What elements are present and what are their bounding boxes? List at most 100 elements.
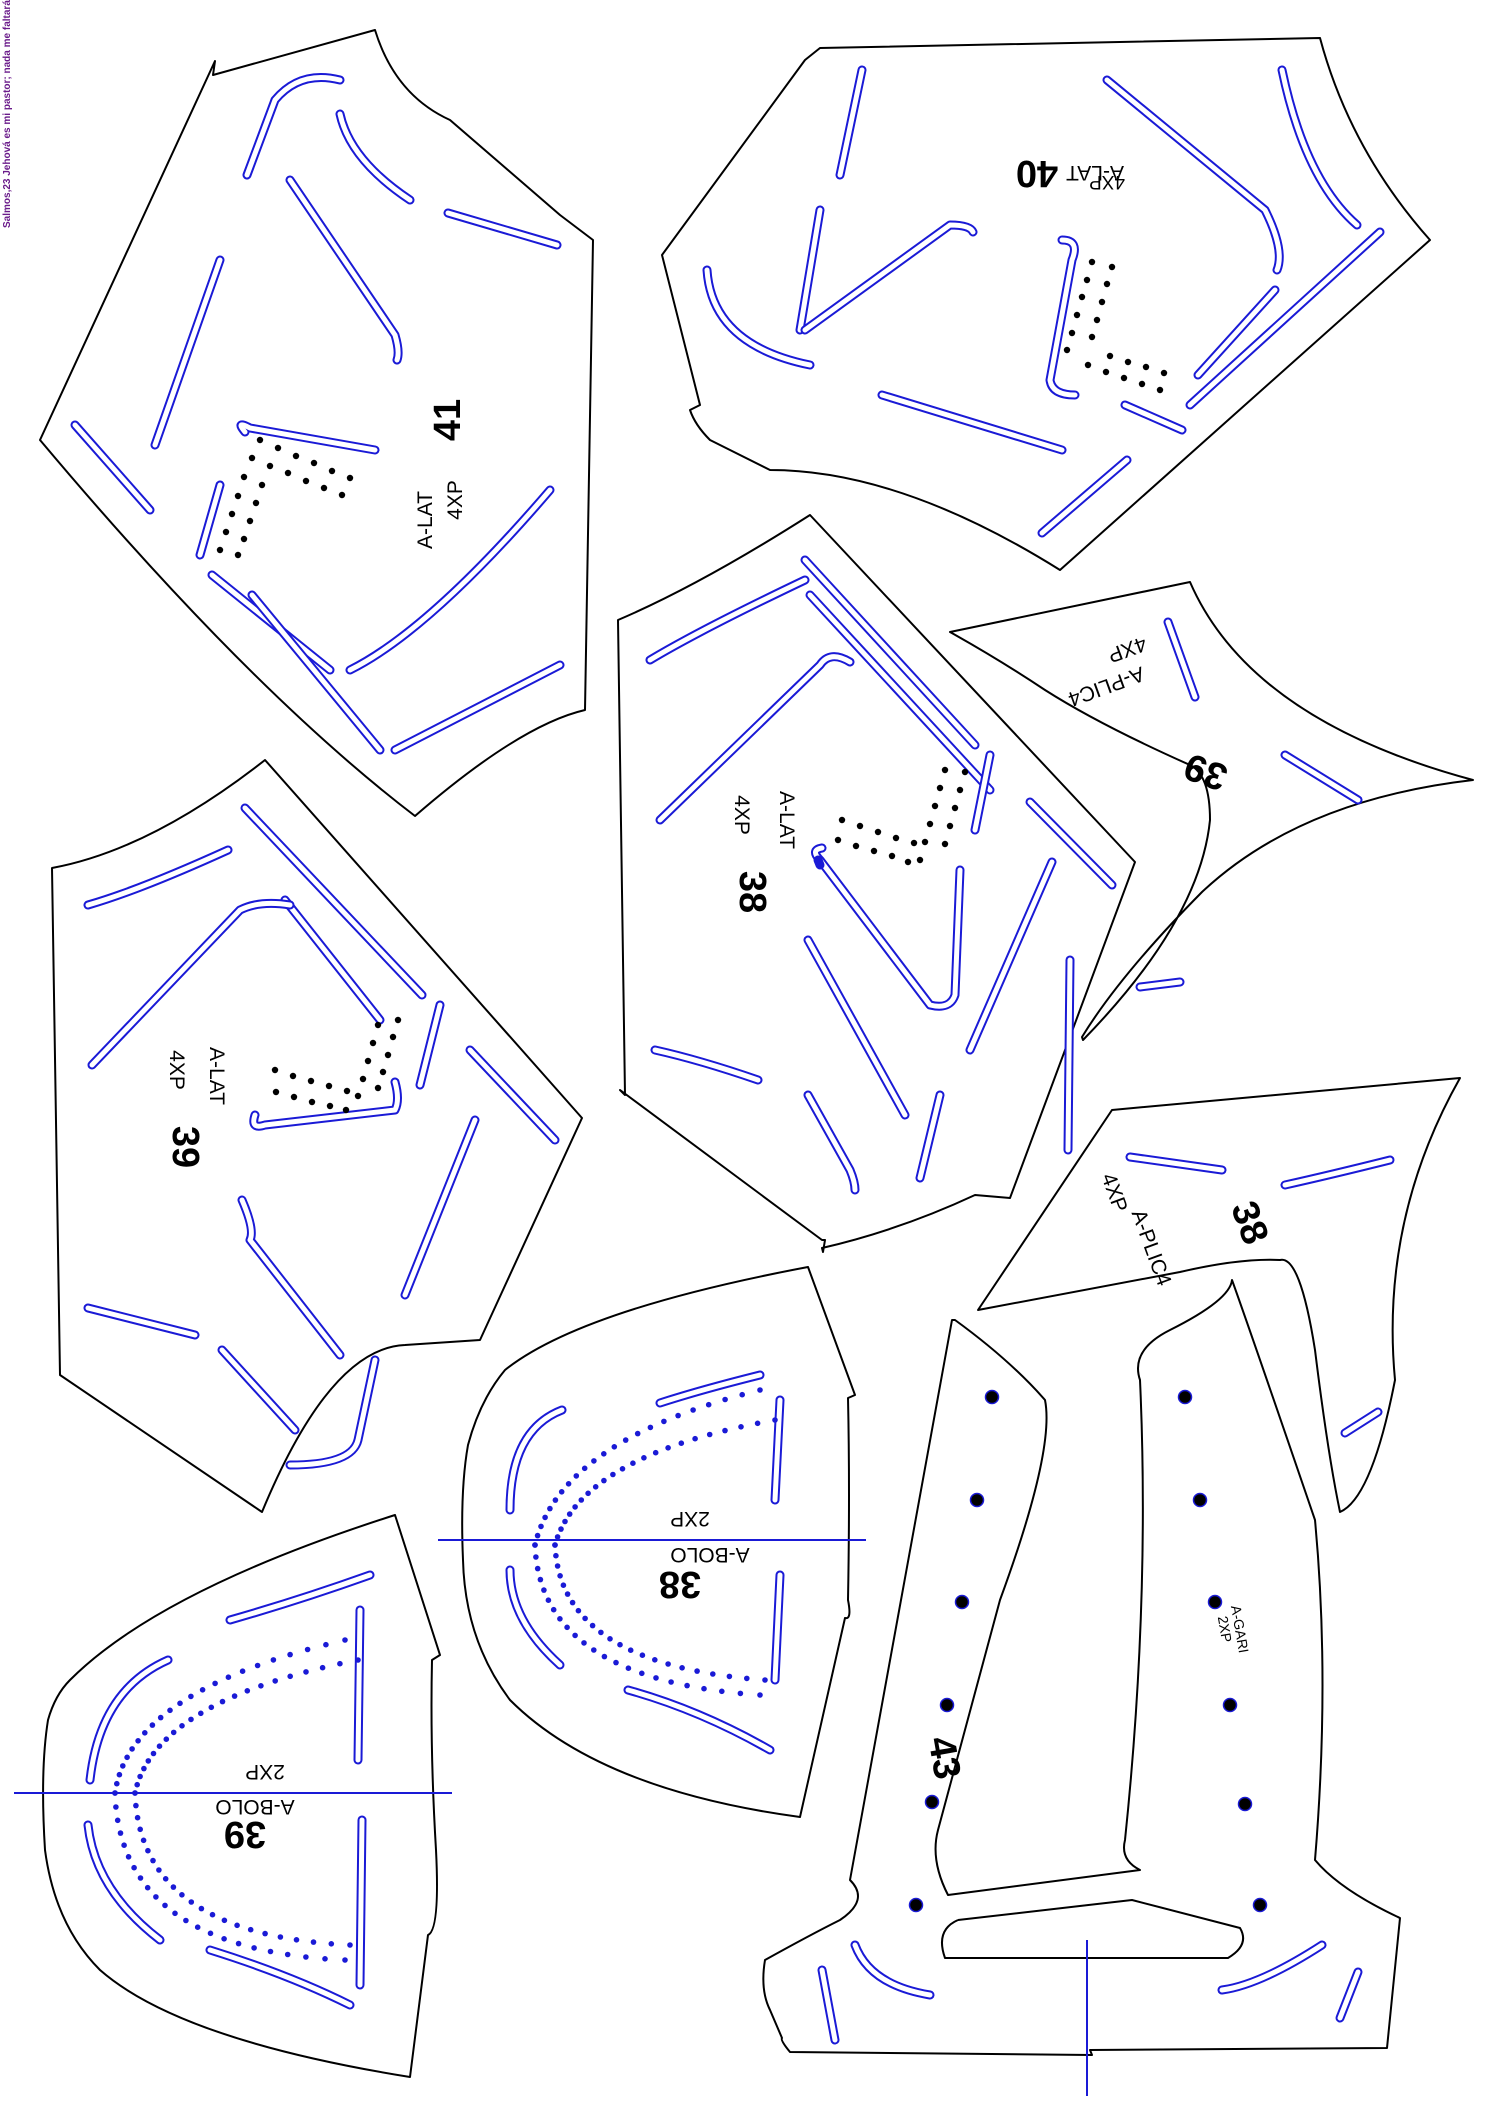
piece-quantity: 4XP [165,1050,188,1090]
punch-dot [641,1455,647,1461]
punch-dot [589,1622,596,1629]
punch-dot [630,1460,636,1466]
punch-dot [665,1661,671,1667]
piece-outline [39,29,594,817]
punch-dot [328,1941,335,1947]
punch-dot [225,1674,232,1680]
punch-dot [552,1497,559,1503]
piece-code: A-LAT [414,491,437,549]
piece-code: A-BOLO [670,1543,749,1566]
punch-dot [277,1934,284,1940]
punch-dot [198,1710,204,1717]
punch-holes [908,1389,1268,1913]
punch-dot [170,1884,177,1890]
punch-dot [617,1641,623,1648]
punch-dot [179,1892,185,1898]
punch-dot [581,1465,588,1472]
piece-quantity: 2XP [670,1507,710,1530]
punch-dot [304,1646,311,1653]
punch-dot [554,1534,561,1540]
punch-dot [254,1662,261,1669]
punch-dot [179,1723,185,1729]
punch-dot [156,1867,162,1873]
punch-dot [258,1683,264,1689]
punch-dot [231,1693,238,1699]
punch-dot [137,1773,143,1780]
punch-dots [271,1016,402,1114]
punch-dot [722,1396,728,1403]
punch-dot [675,1412,681,1419]
punch-dot [140,1837,147,1844]
punch-dot [129,1746,135,1752]
punch-dot [582,1615,588,1622]
stitch-guides [645,555,1117,1195]
punch-dot [153,1894,159,1900]
punch-dot [131,1864,137,1871]
punch-dot [533,1554,539,1560]
punch-dot [591,1458,597,1464]
punch-dot [627,1647,634,1653]
punch-dot [634,1430,641,1437]
punch-dot [541,1587,547,1593]
stitch-guides [505,1370,785,1755]
punch-dot [188,1716,194,1723]
punch-dot [342,1957,348,1963]
piece-size: 41 [427,399,469,441]
punch-dot [690,1407,696,1413]
punch-dot [542,1514,548,1521]
punch-dot [554,1563,561,1569]
punch-dot [565,1481,572,1487]
punch-dot [163,1736,170,1742]
piece-size: 43 [919,1733,968,1782]
punch-dot [701,1685,707,1692]
punch-dot [553,1552,559,1559]
punch-dot [125,1854,132,1860]
punch-dot [726,1673,733,1680]
stitch-guides [83,803,560,1470]
punch-dot [310,1939,317,1945]
punch-dot [150,1750,157,1757]
punch-dot [270,1657,277,1663]
piece-quantity: 2XP [1215,1615,1235,1644]
piece-lat-40: A-LAT 4XP 40 [661,37,1431,571]
punch-dot [534,1565,541,1572]
punch-dot [209,1911,216,1918]
punch-dot [262,1930,268,1937]
punch-dot [133,1802,139,1809]
piece-outline [977,1077,1461,1513]
punch-dot [342,1637,348,1643]
punch-dot [611,1444,618,1450]
punch-dot [678,1440,685,1446]
punch-dot [221,1936,227,1942]
punch-dot [303,1669,309,1675]
punch-dots [532,1387,778,1698]
punch-dot [145,1758,152,1764]
piece-plic-38: A-PLIC4 4XP 38 [977,1077,1461,1513]
piece-size: 39 [164,1126,206,1168]
punch-dot [132,1790,138,1796]
piece-lat-41: A-LAT 4XP 41 [39,29,594,817]
stitch-guides [1125,1152,1395,1438]
punch-dot [293,1937,300,1943]
punch-dot [267,1948,274,1955]
punch-dot [112,1790,118,1796]
punch-dot [137,1875,144,1881]
piece-outline [51,759,583,1513]
piece-bolo-38: A-BOLO 2XP 38 [438,1266,866,1818]
punch-dot [668,1679,674,1685]
punch-dot [622,1437,629,1443]
punch-dot [557,1616,563,1622]
punch-dot [607,1636,613,1642]
punch-dot [538,1523,544,1530]
piece-plic-39: A-PLIC4 4XP 39 [949,581,1474,1041]
punch-dot [572,1504,578,1510]
stitch-guides [817,1940,1363,2045]
punch-dot [199,1687,206,1693]
punch-dot [272,1678,279,1684]
stitch-guides [702,65,1385,538]
punch-dot [705,1401,712,1408]
punch-dot [757,1692,763,1698]
punch-dot [323,1641,329,1648]
punch-dot [167,1707,173,1714]
